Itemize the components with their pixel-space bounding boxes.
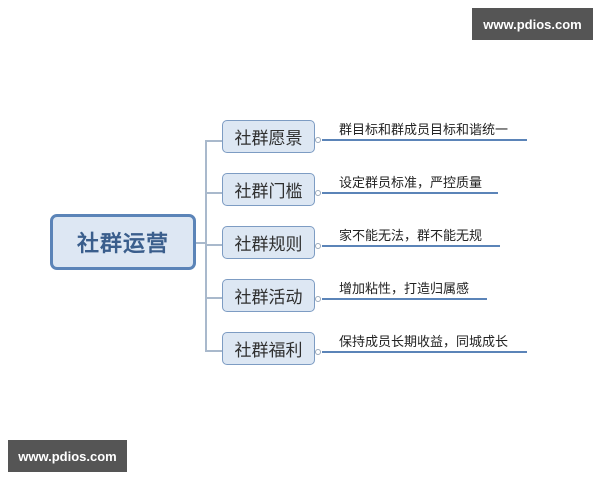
collapse-knob-icon[interactable] bbox=[315, 190, 321, 196]
collapse-knob-icon[interactable] bbox=[315, 243, 321, 249]
leaf-underline bbox=[322, 139, 527, 141]
leaf-detail-threshold[interactable]: 设定群员标准，严控质量 bbox=[339, 176, 483, 191]
watermark-top: www.pdios.com bbox=[472, 8, 593, 40]
branch-node-activities[interactable]: 社群活动 bbox=[222, 279, 315, 312]
watermark-bottom: www.pdios.com bbox=[8, 440, 127, 472]
branch-node-threshold[interactable]: 社群门槛 bbox=[222, 173, 315, 206]
branch-connector bbox=[205, 140, 222, 142]
branch-connector bbox=[205, 244, 222, 246]
collapse-knob-icon[interactable] bbox=[315, 296, 321, 302]
leaf-underline bbox=[322, 351, 527, 353]
branch-node-vision[interactable]: 社群愿景 bbox=[222, 120, 315, 153]
branch-connector bbox=[205, 350, 222, 352]
root-node[interactable]: 社群运营 bbox=[50, 214, 196, 270]
leaf-detail-rules[interactable]: 家不能无法，群不能无规 bbox=[339, 229, 483, 244]
collapse-knob-icon[interactable] bbox=[315, 349, 321, 355]
leaf-detail-benefits[interactable]: 保持成员长期收益，同城成长 bbox=[339, 335, 509, 350]
collapse-knob-icon[interactable] bbox=[315, 137, 321, 143]
leaf-underline bbox=[322, 192, 498, 194]
leaf-detail-vision[interactable]: 群目标和群成员目标和谐统一 bbox=[339, 123, 509, 138]
root-connector bbox=[196, 242, 206, 244]
branch-node-benefits[interactable]: 社群福利 bbox=[222, 332, 315, 365]
leaf-underline bbox=[322, 298, 487, 300]
leaf-detail-activities[interactable]: 增加粘性，打造归属感 bbox=[339, 282, 470, 297]
branch-node-rules[interactable]: 社群规则 bbox=[222, 226, 315, 259]
branch-connector bbox=[205, 192, 222, 194]
branch-connector bbox=[205, 297, 222, 299]
leaf-underline bbox=[322, 245, 500, 247]
